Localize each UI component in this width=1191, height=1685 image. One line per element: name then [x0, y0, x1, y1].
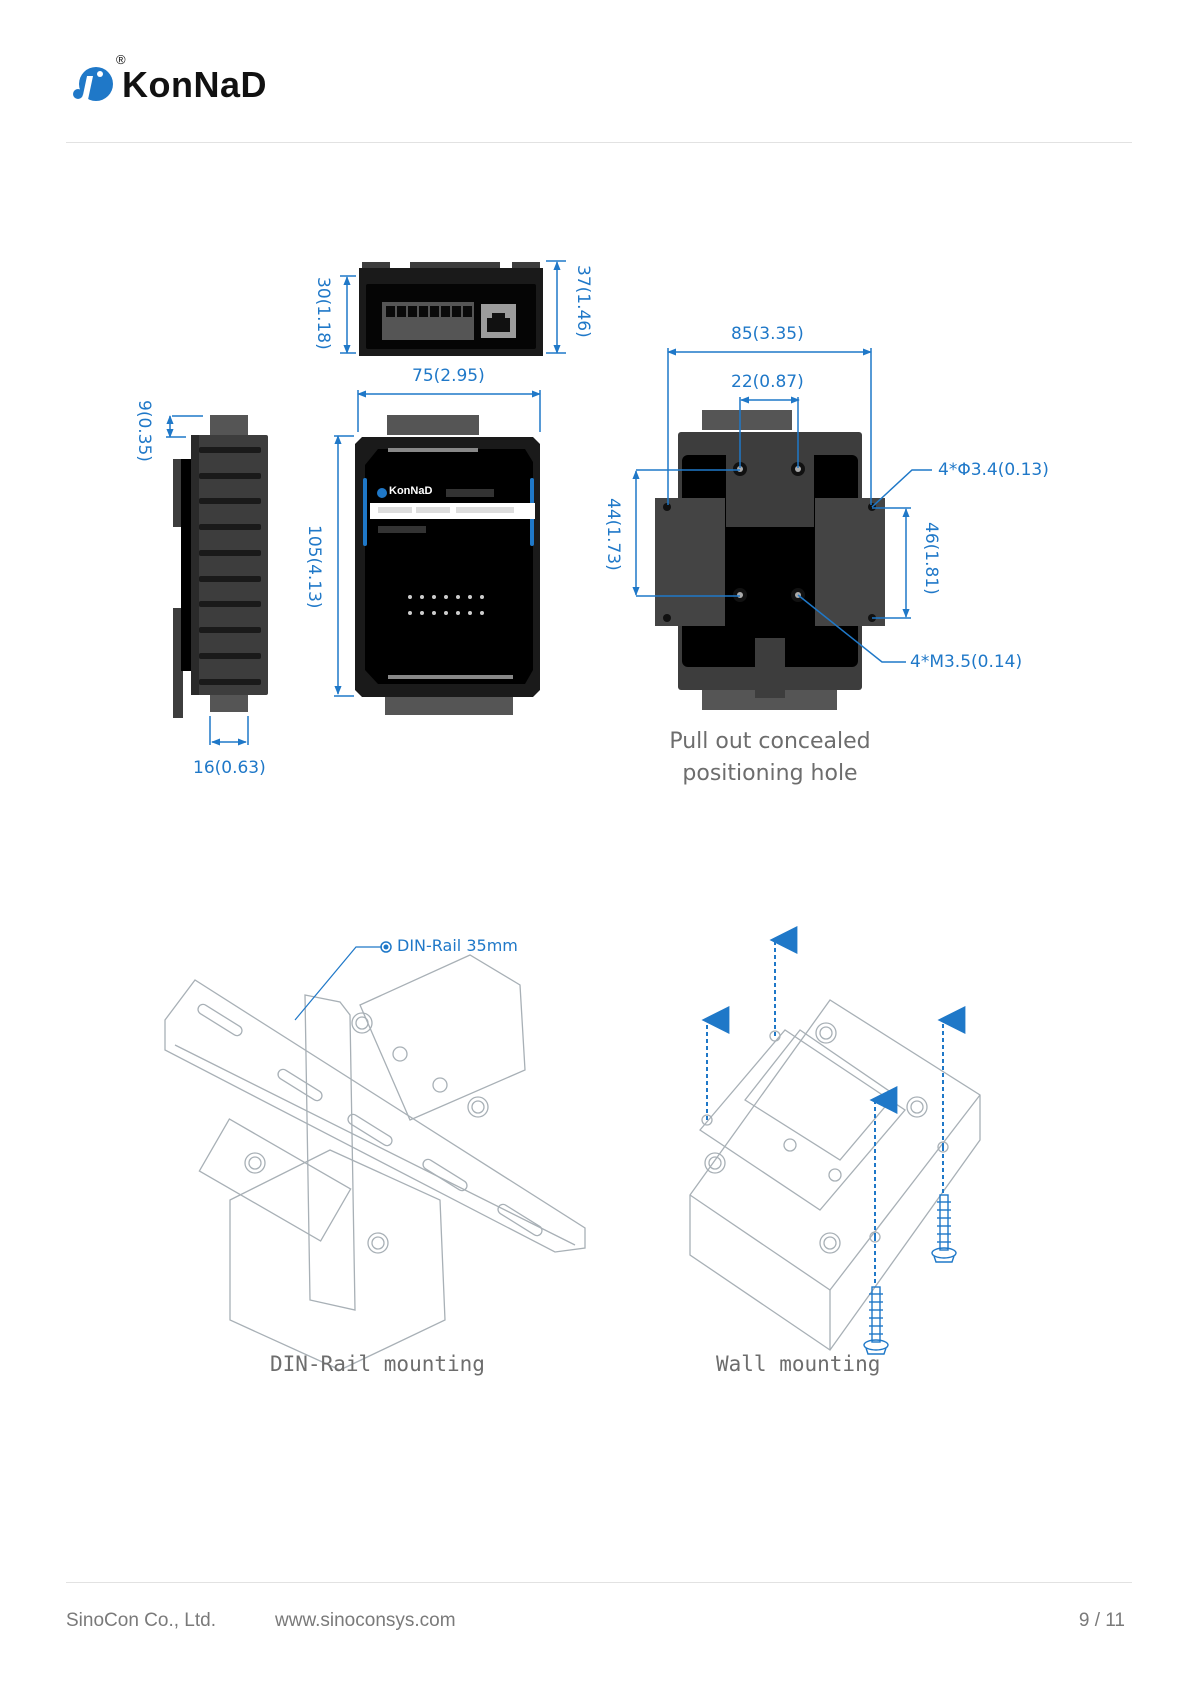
screw-icon	[863, 1286, 889, 1355]
wall-mount-arrows	[701, 926, 966, 1285]
dim-side-width: 16(0.63)	[193, 758, 266, 778]
dim-top-outer-height: 37(1.46)	[573, 265, 593, 338]
din-rail-caption: DIN-Rail mounting	[270, 1352, 485, 1376]
footer-website[interactable]: www.sinoconsys.com	[275, 1610, 456, 1631]
wall-mount-caption: Wall mounting	[716, 1352, 881, 1376]
dim-front-width: 75(2.95)	[412, 366, 485, 386]
caption-line-1: Pull out concealed	[669, 729, 871, 754]
header-divider	[66, 142, 1132, 143]
dim-side-offset: 9(0.35)	[134, 400, 154, 462]
front-view-drawing	[334, 390, 541, 715]
brand-logo: ® KonNaD	[70, 52, 267, 110]
dim-mount-hole-spec: 4*Φ3.4(0.13)	[938, 460, 1049, 480]
din-callout-line	[294, 946, 382, 1021]
dim-top-inner-height: 30(1.18)	[313, 277, 333, 350]
wall-mount-illustration	[689, 999, 981, 1351]
din-callout-dot	[380, 941, 392, 953]
din-rail-callout: DIN-Rail 35mm	[397, 936, 518, 955]
dim-back-overall-width: 85(3.35)	[731, 324, 804, 344]
brand-name: ® KonNaD	[116, 52, 267, 106]
top-view-drawing	[340, 260, 566, 356]
dim-back-mount-spacing: 46(1.81)	[921, 522, 941, 595]
side-view-drawing	[166, 415, 268, 746]
back-view-caption: Pull out concealed positioning hole	[630, 726, 910, 790]
registered-mark: ®	[116, 52, 127, 67]
footer-divider	[66, 1582, 1132, 1583]
dim-screw-spec: 4*M3.5(0.14)	[910, 652, 1023, 672]
page-number: 9 / 11	[1078, 1610, 1125, 1631]
dim-front-height: 105(4.13)	[304, 525, 324, 609]
back-view-drawing	[632, 348, 932, 710]
konnad-logo-icon	[73, 67, 113, 104]
caption-line-2: positioning hole	[682, 761, 858, 786]
footer-company: SinoCon Co., Ltd.	[66, 1610, 216, 1631]
screw-icon	[931, 1194, 957, 1263]
dim-back-vertical-spacing: 44(1.73)	[603, 498, 623, 571]
brand-text: KonNaD	[122, 64, 267, 105]
din-rail-illustration	[164, 954, 586, 1371]
dim-back-hole-spacing: 22(0.87)	[731, 372, 804, 392]
device-brand-label: KonNaD	[389, 485, 433, 497]
